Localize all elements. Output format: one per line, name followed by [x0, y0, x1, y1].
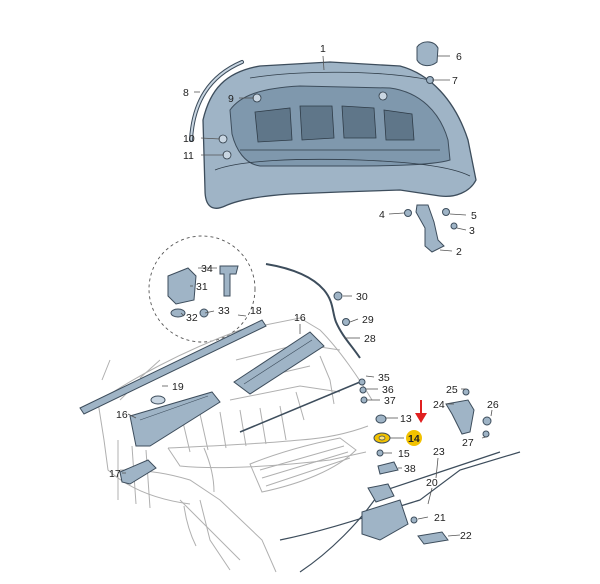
label-25: 25 — [446, 384, 458, 396]
label-13: 13 — [400, 413, 412, 425]
latch-highlighted — [373, 432, 391, 444]
label-23: 23 — [433, 446, 445, 458]
side-bracket — [119, 459, 157, 485]
label-36: 36 — [382, 384, 394, 396]
cowl-panels — [129, 331, 325, 447]
callout-labels: 1 2 3 4 5 6 7 8 9 10 11 12 13 14 15 16 1… — [109, 43, 499, 542]
label-33: 33 — [218, 305, 230, 317]
label-20: 20 — [426, 477, 438, 489]
hood-hinge — [404, 204, 458, 253]
label-16-right: 16 — [294, 312, 306, 324]
label-2: 2 — [456, 246, 462, 258]
label-8: 8 — [183, 87, 189, 99]
label-5: 5 — [471, 210, 477, 222]
release-cable — [265, 263, 361, 359]
label-1: 1 — [320, 43, 326, 55]
label-21: 21 — [434, 512, 446, 524]
label-15: 15 — [398, 448, 410, 460]
cap — [150, 395, 166, 405]
label-7: 7 — [452, 75, 458, 87]
label-26: 26 — [487, 399, 499, 411]
label-14-highlight: 14 — [406, 430, 422, 446]
label-9: 9 — [228, 93, 234, 105]
label-19: 19 — [172, 381, 184, 393]
label-35: 35 — [378, 372, 390, 384]
label-27: 27 — [462, 437, 474, 449]
support-rod — [239, 381, 361, 433]
hood-lock — [361, 483, 449, 545]
label-11: 11 — [183, 150, 194, 162]
label-30: 30 — [356, 291, 368, 303]
label-14: 14 — [408, 433, 420, 445]
label-17: 17 — [109, 468, 121, 480]
label-16-left: 16 — [116, 409, 128, 421]
detail-inset — [148, 235, 256, 343]
label-24: 24 — [433, 399, 445, 411]
label-37: 37 — [384, 395, 396, 407]
trim-strip — [79, 319, 267, 415]
label-32: 32 — [186, 312, 198, 324]
label-38: 38 — [404, 463, 416, 475]
label-29: 29 — [362, 314, 374, 326]
label-6: 6 — [456, 51, 462, 63]
label-34: 34 — [201, 263, 213, 275]
highlight-arrow — [415, 400, 427, 423]
right-latch — [445, 388, 492, 438]
label-31: 31 — [196, 281, 208, 293]
leader-lines — [122, 55, 493, 537]
label-3: 3 — [469, 225, 475, 237]
label-4: 4 — [379, 209, 385, 221]
label-10: 10 — [183, 133, 195, 145]
label-28: 28 — [364, 333, 376, 345]
bumper-stop — [416, 41, 439, 84]
label-22: 22 — [460, 530, 472, 542]
label-18: 18 — [250, 305, 262, 317]
hood-panel — [202, 61, 477, 209]
